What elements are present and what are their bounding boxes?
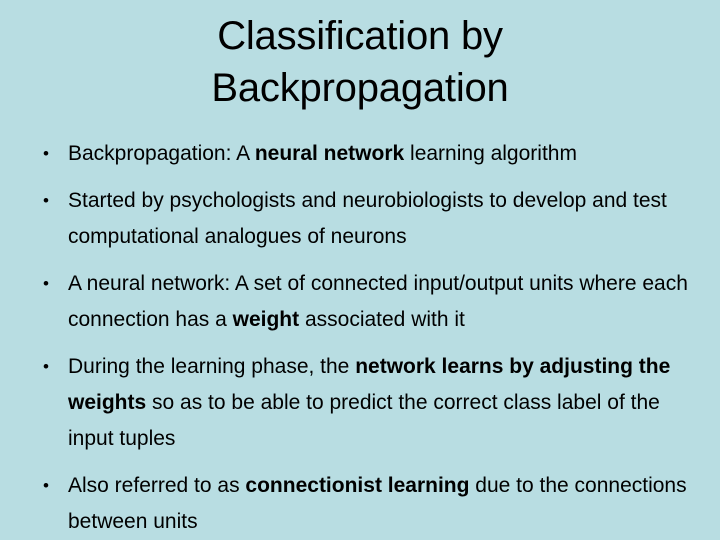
bullet-text-run: Backpropagation: A [68, 142, 255, 165]
bullet-item: • A neural network: A set of connected in… [38, 266, 702, 338]
bullet-text-emphasis: network learns by adjusting the weights [68, 355, 671, 414]
bullet-item: • During the learning phase, the network … [38, 349, 702, 457]
bullet-text-emphasis: connectionist learning [245, 474, 470, 497]
bullet-item: • Started by psychologists and neurobiolo… [38, 183, 702, 255]
bullet-point-icon: • [43, 191, 49, 210]
bullet-item: • Backpropagation: A neural network learn… [38, 136, 702, 172]
bullet-text: During the learning phase, the network l… [68, 349, 702, 457]
bullet-text-run: due to the connections between units [68, 474, 687, 533]
bullet-text-run: so as to be able to predict the correct … [68, 391, 660, 450]
bullet-text-run: During the learning phase, the [68, 355, 356, 378]
bullet-point-icon: • [43, 274, 49, 293]
bullet-point-icon: • [43, 476, 49, 495]
bullet-point-icon: • [43, 357, 49, 376]
bullet-item: • Also referred to as connectionist learn… [38, 468, 702, 540]
bullet-text-run: Started by psychologists and neurobiolog… [68, 189, 667, 248]
bullet-text: Started by psychologists and neurobiolog… [68, 183, 702, 255]
slide-title-line-1: Classification by [217, 14, 503, 58]
bullet-text-run: A neural network: A set of connected inp… [68, 272, 688, 331]
bullet-text: Backpropagation: A neural network learni… [68, 136, 702, 172]
bullet-text-run: associated with it [299, 308, 465, 331]
slide-bullet-list: • Backpropagation: A neural network learn… [38, 136, 702, 540]
bullet-text-run: learning algorithm [404, 142, 577, 165]
slide-title-line-2: Backpropagation [211, 66, 509, 110]
bullet-text: A neural network: A set of connected inp… [68, 266, 702, 338]
bullet-point-icon: • [43, 144, 49, 163]
slide-title: Classification by Backpropagation [0, 10, 720, 114]
bullet-text-emphasis: neural network [254, 142, 405, 165]
bullet-text-run: Also referred to as [68, 474, 246, 497]
bullet-text-emphasis: weight [232, 308, 300, 331]
bullet-text: Also referred to as connectionist learni… [68, 468, 702, 540]
